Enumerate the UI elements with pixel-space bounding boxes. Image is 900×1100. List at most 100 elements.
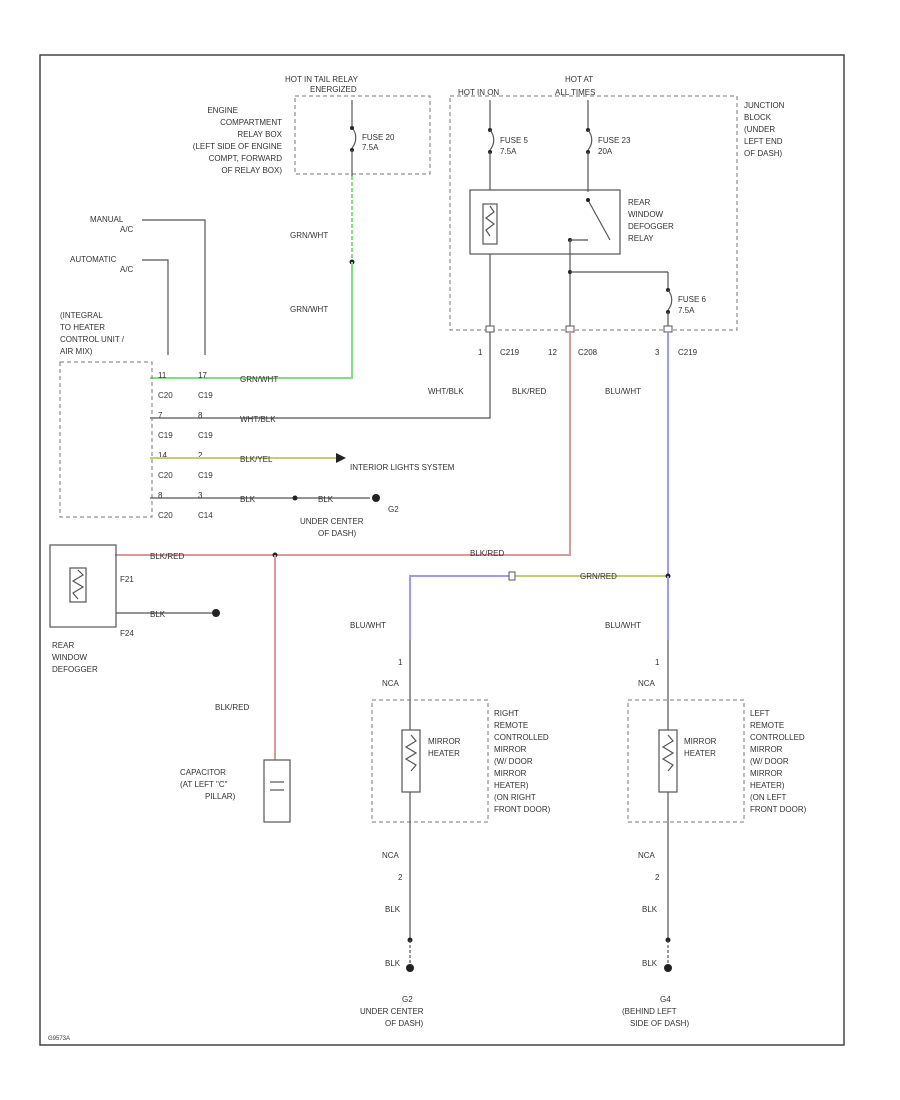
- left-mirror-label: LEFT REMOTE CONTROLLED MIRROR (W/ DOOR M…: [750, 709, 807, 814]
- under-center-a-label: UNDER CENTER OF DASH): [300, 517, 364, 538]
- blk-label-4: BLK: [385, 905, 401, 914]
- blk-label-3: BLK: [150, 610, 166, 619]
- pin-1a-label: 1: [398, 658, 403, 667]
- svg-text:UNDER CENTER: UNDER CENTER: [300, 517, 364, 526]
- blk-label-1: BLK: [240, 495, 256, 504]
- svg-text:MIRROR: MIRROR: [750, 745, 783, 754]
- blk-red-label-3: BLK/RED: [470, 549, 504, 558]
- svg-text:RIGHT: RIGHT: [494, 709, 519, 718]
- svg-text:MIRROR: MIRROR: [494, 745, 527, 754]
- svg-text:WINDOW: WINDOW: [628, 210, 664, 219]
- svg-text:BLOCK: BLOCK: [744, 113, 772, 122]
- svg-text:MANUAL: MANUAL: [90, 215, 124, 224]
- heater-control-outline: [59, 361, 153, 518]
- svg-text:OF RELAY BOX): OF RELAY BOX): [221, 166, 282, 175]
- heater-pin-grid: 11 17 C20 C19 7 8 C19 C19 14 2 C20 C19 8…: [158, 371, 213, 520]
- fuse5-amp: 7.5A: [500, 147, 517, 156]
- svg-text:AUTOMATIC: AUTOMATIC: [70, 255, 117, 264]
- defogger-relay-label: REAR WINDOW DEFOGGER RELAY: [628, 198, 674, 243]
- svg-text:3: 3: [198, 491, 203, 500]
- svg-text:REAR: REAR: [628, 198, 650, 207]
- manual-ac-label: MANUAL A/C: [90, 215, 134, 234]
- left-mirror-outline: [627, 699, 745, 823]
- svg-text:UNDER CENTER: UNDER CENTER: [360, 1007, 424, 1016]
- wht-blk-wire: [150, 332, 491, 419]
- right-mirror-heater-element: [401, 729, 421, 793]
- junction-block-outline: [449, 95, 738, 331]
- svg-text:HEATER): HEATER): [750, 781, 785, 790]
- interior-lights-label: INTERIOR LIGHTS SYSTEM: [350, 463, 455, 472]
- svg-text:JUNCTION: JUNCTION: [744, 101, 785, 110]
- svg-text:MIRROR: MIRROR: [428, 737, 461, 746]
- nca-d-label: NCA: [638, 851, 656, 860]
- blk-yel-label: BLK/YEL: [240, 455, 273, 464]
- nca-c-label: NCA: [382, 851, 400, 860]
- svg-text:RELAY: RELAY: [628, 234, 654, 243]
- right-mirror-label: RIGHT REMOTE CONTROLLED MIRROR (W/ DOOR …: [494, 709, 551, 814]
- svg-text:FRONT DOOR): FRONT DOOR): [750, 805, 807, 814]
- svg-text:REMOTE: REMOTE: [750, 721, 784, 730]
- defogger-relay: [469, 189, 621, 255]
- svg-text:(ON LEFT: (ON LEFT: [750, 793, 787, 802]
- blu-wht-label-3: BLU/WHT: [605, 621, 641, 630]
- fuse23-amp: 20A: [598, 147, 613, 156]
- svg-text:C14: C14: [198, 511, 213, 520]
- svg-text:TO HEATER: TO HEATER: [60, 323, 105, 332]
- svg-text:C19: C19: [198, 431, 213, 440]
- c219-a-label: C219: [500, 348, 520, 357]
- svg-text:17: 17: [198, 371, 207, 380]
- hot-in-on-label: HOT IN ON: [458, 88, 499, 97]
- svg-text:MIRROR: MIRROR: [750, 769, 783, 778]
- c219-b-label: C219: [678, 348, 698, 357]
- svg-text:LEFT: LEFT: [750, 709, 770, 718]
- left-mirror-heater-element: [658, 729, 678, 793]
- blk-label-6: BLK: [642, 905, 658, 914]
- svg-text:(LEFT SIDE OF ENGINE: (LEFT SIDE OF ENGINE: [193, 142, 282, 151]
- g4-label: G4: [660, 995, 671, 1004]
- svg-text:HEATER: HEATER: [684, 749, 716, 758]
- svg-text:CONTROLLED: CONTROLLED: [750, 733, 805, 742]
- pin3-label: 3: [655, 348, 660, 357]
- svg-text:(AT LEFT "C": (AT LEFT "C": [180, 780, 228, 789]
- svg-text:CONTROL UNIT /: CONTROL UNIT /: [60, 335, 125, 344]
- svg-text:DEFOGGER: DEFOGGER: [52, 665, 98, 674]
- f24-label: F24: [120, 629, 134, 638]
- svg-text:(W/ DOOR: (W/ DOOR: [494, 757, 533, 766]
- grn-red-label: GRN/RED: [580, 572, 617, 581]
- f21-label: F21: [120, 575, 134, 584]
- nca-a-label: NCA: [382, 679, 400, 688]
- svg-text:11: 11: [158, 371, 167, 380]
- fuse20-amp: 7.5A: [362, 143, 379, 152]
- capacitor: [263, 759, 291, 823]
- fuse20-symbol: [351, 127, 357, 149]
- right-mirror-outline: [371, 699, 489, 823]
- capacitor-label: CAPACITOR (AT LEFT "C" PILLAR): [180, 768, 236, 801]
- relay-switch: [587, 199, 611, 241]
- svg-text:OF DASH): OF DASH): [385, 1019, 424, 1028]
- svg-text:(UNDER: (UNDER: [744, 125, 775, 134]
- pin-1b-label: 1: [655, 658, 660, 667]
- fuse5-symbol: [489, 129, 495, 151]
- relay-coil-zigzag: [485, 205, 495, 237]
- svg-text:CONTROLLED: CONTROLLED: [494, 733, 549, 742]
- svg-text:LEFT END: LEFT END: [744, 137, 783, 146]
- blu-wht-cross-wire: [409, 575, 512, 640]
- svg-text:(W/ DOOR: (W/ DOOR: [750, 757, 789, 766]
- fuse5-label: FUSE 5: [500, 136, 529, 145]
- defogger-element: [69, 567, 87, 603]
- fuse6-amp: 7.5A: [678, 306, 695, 315]
- fuse23-symbol: [587, 129, 593, 151]
- fuse6-symbol: [667, 289, 673, 311]
- svg-text:C19: C19: [198, 391, 213, 400]
- svg-text:2: 2: [198, 451, 203, 460]
- diagram-frame: [39, 54, 845, 1046]
- left-mirror-heater-label: MIRROR HEATER: [684, 737, 717, 758]
- svg-text:HEATER): HEATER): [494, 781, 529, 790]
- g2-b-label: G2: [402, 995, 413, 1004]
- svg-text:8: 8: [158, 491, 163, 500]
- svg-text:C19: C19: [198, 471, 213, 480]
- svg-text:PILLAR): PILLAR): [205, 792, 236, 801]
- fuse20-label: FUSE 20: [362, 133, 395, 142]
- right-mirror-heater-label: MIRROR HEATER: [428, 737, 461, 758]
- integral-unit-label: (INTEGRAL TO HEATER CONTROL UNIT / AIR M…: [60, 311, 125, 356]
